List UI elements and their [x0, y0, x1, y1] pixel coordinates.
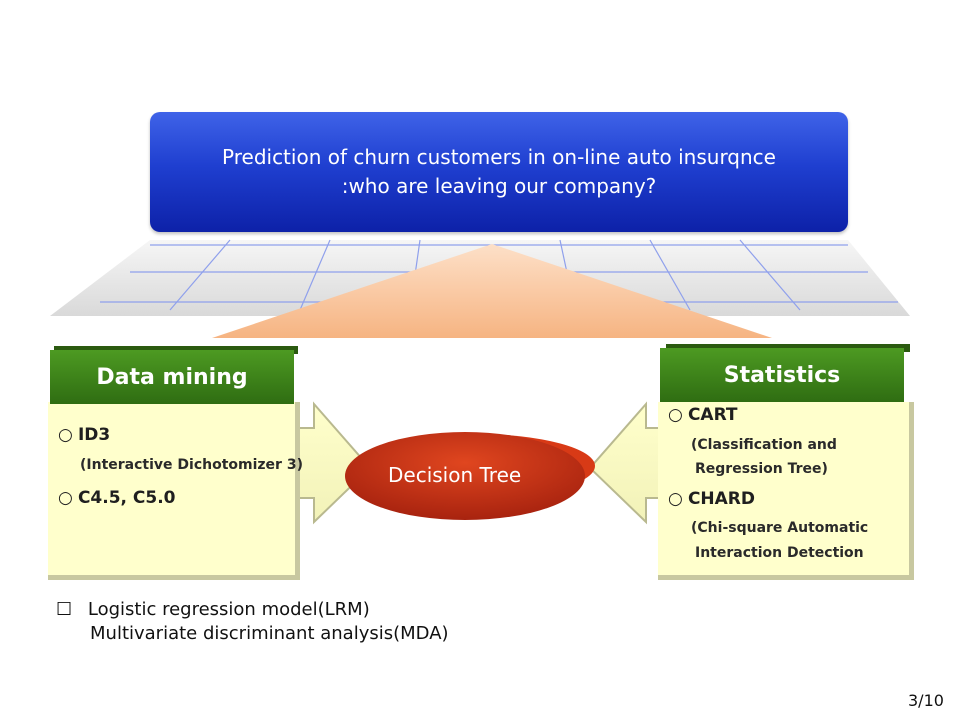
cart-label: CART — [687, 405, 738, 425]
bullet: ○ — [668, 405, 683, 425]
perspective-grid — [50, 239, 910, 338]
cart-subtitle-line-1: (Classification and — [691, 437, 837, 453]
id3-subtitle: (Interactive Dichotomizer 3) — [80, 457, 303, 473]
decision-tree-label: Decision Tree — [388, 463, 522, 487]
title-line-1: Prediction of churn customers in on-line… — [222, 145, 776, 169]
c45-item: ○ C4.5, C5.0 — [58, 488, 176, 508]
chard-label: CHARD — [687, 489, 755, 509]
note-text-2: Multivariate discriminant analysis(MDA) — [90, 623, 449, 644]
page-number: 3/10 — [908, 691, 944, 710]
cart-item: ○ CART — [668, 405, 738, 425]
upward-arrow-triangle — [212, 244, 772, 338]
bullet: ○ — [58, 488, 73, 508]
note-text-1: Logistic regression model(LRM) — [87, 599, 370, 620]
id3-label: ID3 — [77, 425, 111, 445]
id3-item: ○ ID3 — [58, 425, 110, 445]
chard-item: ○ CHARD — [668, 489, 755, 509]
note-line-1: ☐ Logistic regression model(LRM) — [56, 598, 449, 622]
chard-subtitle-line-2: Interaction Detection — [695, 545, 864, 561]
checkbox-icon: ☐ — [56, 599, 73, 620]
statistics-header: Statistics — [660, 348, 904, 402]
title-box: Prediction of churn customers in on-line… — [150, 112, 848, 232]
data-mining-header: Data mining — [50, 350, 294, 404]
statistics-panel — [658, 402, 914, 580]
cart-subtitle-line-2: Regression Tree) — [695, 461, 828, 477]
c45-label: C4.5, C5.0 — [77, 488, 176, 508]
decision-tree-ellipse — [345, 432, 595, 520]
bullet: ○ — [58, 425, 73, 445]
title-line-2: :who are leaving our company? — [341, 174, 657, 198]
chard-subtitle-line-1: (Chi-square Automatic — [691, 520, 869, 536]
data-mining-panel — [48, 402, 300, 580]
notes-block: ☐ Logistic regression model(LRM) Multiva… — [56, 598, 449, 646]
bullet: ○ — [668, 489, 683, 509]
